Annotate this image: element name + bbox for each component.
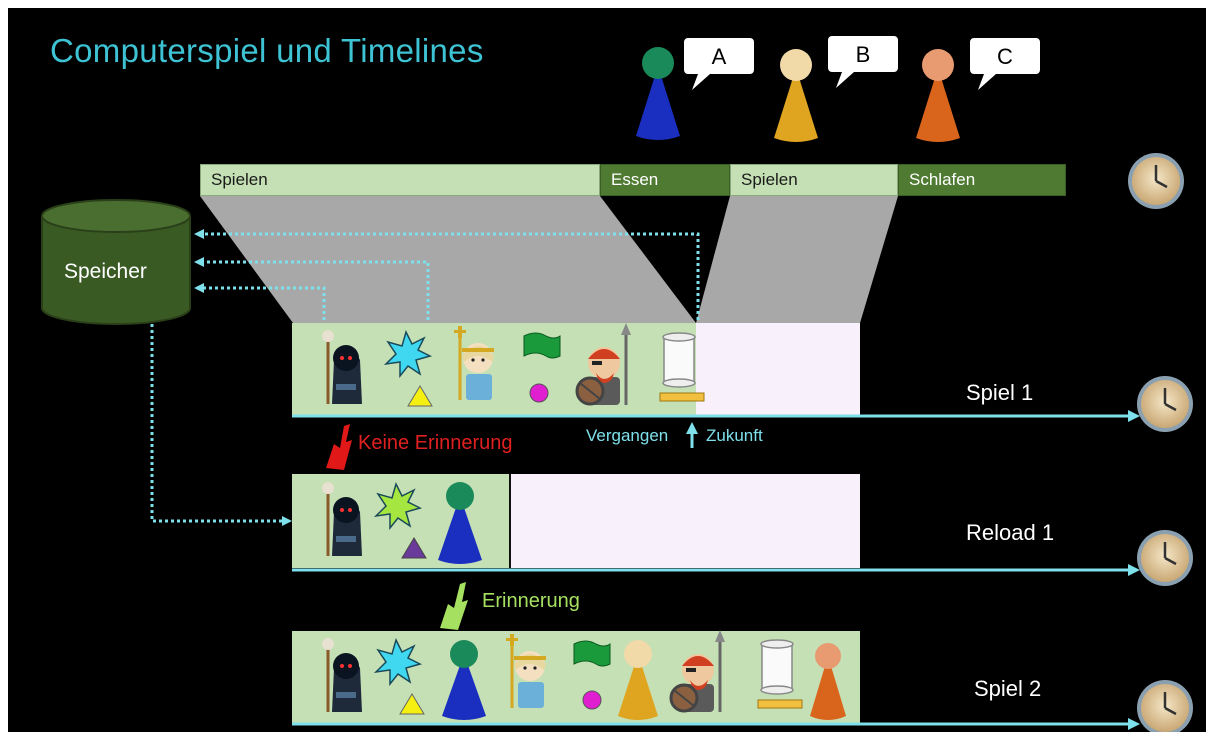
speech-bubble-icon xyxy=(684,38,754,90)
pawn-body-icon xyxy=(438,496,482,564)
timeline-segment-spielen: Spielen xyxy=(200,164,600,196)
players-group: A B C xyxy=(636,36,1040,142)
slide-title: Computerspiel und Timelines xyxy=(50,32,484,69)
arrow-left-icon xyxy=(194,283,204,293)
future-label: Zukunft xyxy=(706,426,763,445)
arrow-right-icon xyxy=(1128,718,1140,730)
circle-token-icon xyxy=(529,383,549,403)
pawn-head-icon xyxy=(446,482,474,510)
pawn-body-icon xyxy=(442,654,486,720)
row-1-future-panel xyxy=(696,323,860,415)
row-label-spiel-2: Spiel 2 xyxy=(974,676,1042,701)
load-link-line xyxy=(150,324,284,523)
pawn-head-icon xyxy=(922,49,954,81)
pawn-body-icon xyxy=(618,654,658,720)
row-label-reload-1: Reload 1 xyxy=(966,520,1055,545)
pawn-head-icon xyxy=(450,640,478,668)
arrow-left-icon xyxy=(194,229,204,239)
player-b: B xyxy=(774,36,898,142)
player-letter: A xyxy=(712,44,727,69)
pawn-head-icon xyxy=(815,643,841,669)
arrow-right-icon xyxy=(1128,564,1140,576)
triangle-icon xyxy=(407,385,433,407)
row-label-spiel-1: Spiel 1 xyxy=(966,380,1034,405)
speech-bubble-icon xyxy=(828,36,898,88)
save-links xyxy=(150,232,700,523)
arrowheads xyxy=(194,229,292,526)
circle-token-icon xyxy=(582,690,602,710)
game-rows xyxy=(292,321,1140,730)
cylinder-body-icon xyxy=(41,216,191,325)
row-2-future-panel xyxy=(510,474,860,568)
timeline-segment-schlafen: Schlafen xyxy=(898,164,1066,196)
pawn-body-icon xyxy=(916,68,960,142)
slide: Computerspiel und Timelines A B C xyxy=(8,8,1206,732)
storage-cylinder xyxy=(41,199,191,325)
player-c: C xyxy=(916,38,1040,142)
player-letter: B xyxy=(856,42,871,67)
arrow-up-icon xyxy=(686,422,698,434)
pawn-body-icon xyxy=(810,656,846,720)
pawn-head-icon xyxy=(624,640,652,668)
speech-bubble-icon xyxy=(970,38,1040,90)
timeline-segment-spielen-2: Spielen xyxy=(730,164,898,196)
funnel-shape xyxy=(696,196,898,323)
funnel-layer xyxy=(150,196,898,526)
player-letter: C xyxy=(997,44,1013,69)
pawn-head-icon xyxy=(780,49,812,81)
memory-label: Erinnerung xyxy=(482,590,580,612)
storage-label: Speicher xyxy=(64,260,147,283)
cylinder-top-icon xyxy=(41,199,191,233)
arrow-left-icon xyxy=(194,257,204,267)
save-link-line xyxy=(204,286,326,326)
lightning-red-icon xyxy=(326,424,352,470)
no-memory-label: Keine Erinnerung xyxy=(358,432,513,454)
timeline-segment-essen: Essen xyxy=(600,164,730,196)
funnel-shape xyxy=(200,196,696,323)
pawn-body-icon xyxy=(774,68,818,142)
lightning-green-icon xyxy=(440,582,468,630)
arrow-right-icon xyxy=(282,516,292,526)
triangle-icon xyxy=(401,537,427,559)
arrow-right-icon xyxy=(1128,410,1140,422)
past-label: Vergangen xyxy=(586,426,669,445)
triangle-icon xyxy=(399,693,425,715)
save-link-line xyxy=(204,232,700,326)
pawn-body-icon xyxy=(636,66,680,140)
player-a: A xyxy=(636,38,754,140)
pawn-head-icon xyxy=(642,47,674,79)
